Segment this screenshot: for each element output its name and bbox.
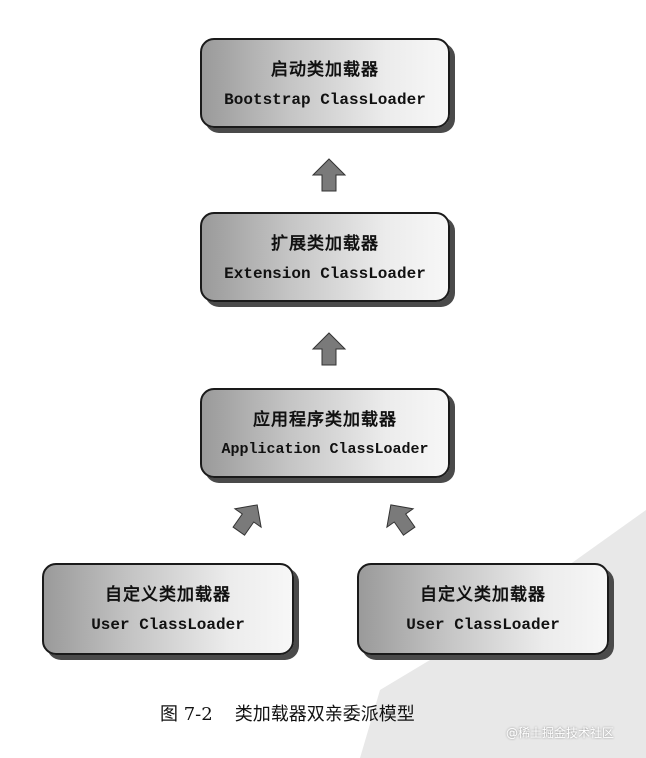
user-classloader-node-right: 自定义类加载器 User ClassLoader bbox=[357, 563, 609, 655]
arrow-user-left-to-application bbox=[232, 504, 262, 536]
bootstrap-classloader-node: 启动类加载器 Bootstrap ClassLoader bbox=[200, 38, 450, 128]
extension-classloader-node: 扩展类加载器 Extension ClassLoader bbox=[200, 212, 450, 302]
arrow-extension-to-bootstrap bbox=[311, 158, 347, 192]
arrow-user-right-to-application bbox=[386, 504, 416, 536]
extension-title: 扩展类加载器 bbox=[271, 234, 379, 254]
bootstrap-title: 启动类加载器 bbox=[271, 60, 379, 80]
figure-caption-text: 类加载器双亲委派模型 bbox=[234, 704, 415, 725]
watermark: @稀土掘金技术社区 bbox=[506, 726, 615, 740]
arrow-application-to-extension bbox=[311, 332, 347, 366]
user-right-subtitle: User ClassLoader bbox=[406, 616, 560, 634]
user-classloader-node-left: 自定义类加载器 User ClassLoader bbox=[42, 563, 294, 655]
figure-caption: 图 7-2 类加载器双亲委派模型 bbox=[160, 700, 415, 726]
user-left-subtitle: User ClassLoader bbox=[91, 616, 245, 634]
extension-subtitle: Extension ClassLoader bbox=[224, 265, 426, 283]
figure-number: 图 7-2 bbox=[160, 704, 213, 725]
application-classloader-node: 应用程序类加载器 Application ClassLoader bbox=[200, 388, 450, 478]
user-right-title: 自定义类加载器 bbox=[420, 585, 546, 605]
application-title: 应用程序类加载器 bbox=[253, 410, 397, 430]
application-subtitle: Application ClassLoader bbox=[221, 441, 429, 458]
user-left-title: 自定义类加载器 bbox=[105, 585, 231, 605]
bootstrap-subtitle: Bootstrap ClassLoader bbox=[224, 91, 426, 109]
